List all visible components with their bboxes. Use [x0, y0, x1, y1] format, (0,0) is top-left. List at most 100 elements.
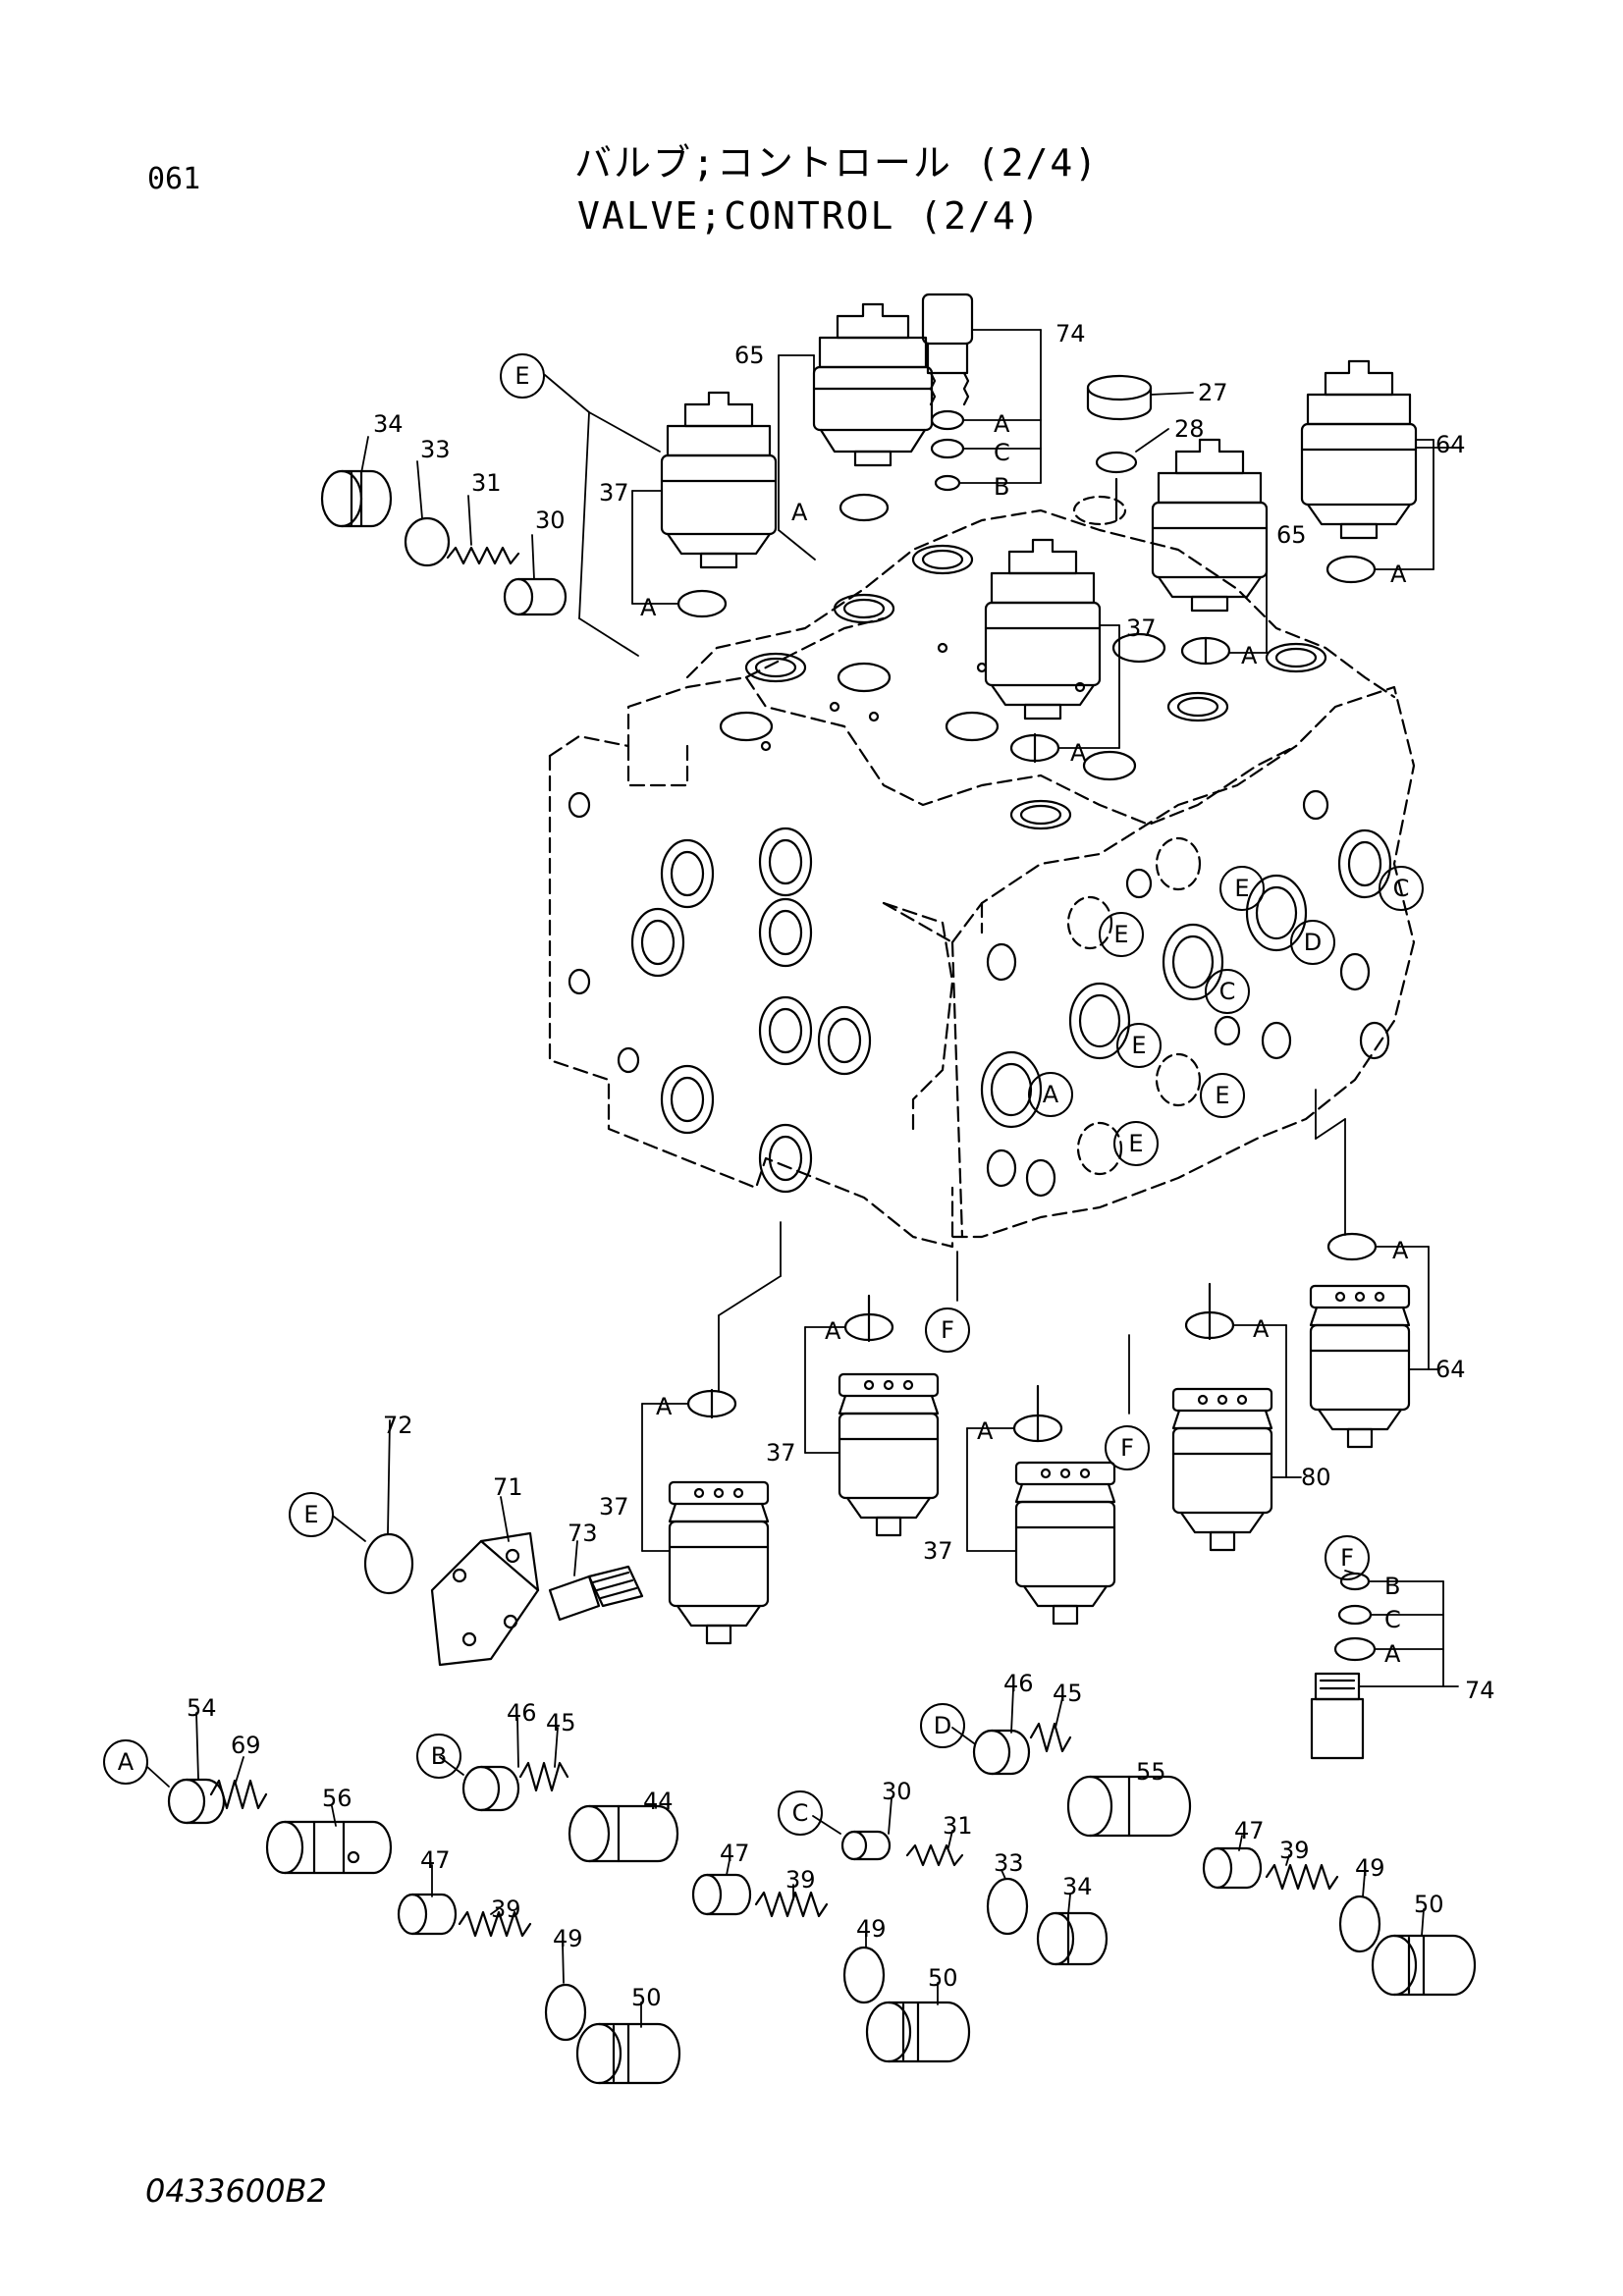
letter-ref-d: D: [933, 1712, 952, 1739]
relief-valve-37-bottom-right: [1014, 1461, 1116, 1626]
part-number-74: 74: [1465, 1677, 1495, 1704]
letter-ref-a: A: [1390, 561, 1407, 588]
part-number-64: 64: [1435, 431, 1466, 458]
part-number-33: 33: [420, 436, 451, 463]
relief-valve-65-right: [1151, 438, 1269, 613]
leader-lines: [146, 329, 1459, 2028]
valve-body-top-ports: [719, 495, 1327, 830]
flange-71: [430, 1531, 540, 1667]
valve-body-ports: [568, 791, 872, 1194]
title-japanese: バルブ;コントロール (2/4): [574, 141, 1100, 185]
letter-ref-f: F: [1120, 1434, 1134, 1462]
letter-ref-a: A: [994, 410, 1010, 438]
letter-ref-b: B: [1384, 1573, 1401, 1600]
letter-ref-a: A: [656, 1393, 673, 1420]
poppet-30-top: [503, 577, 568, 616]
part-number-30: 30: [535, 507, 566, 534]
letter-ref-e: E: [1234, 875, 1250, 902]
letter-ref-c: C: [994, 439, 1010, 466]
part-number-56: 56: [322, 1785, 352, 1812]
letter-ref-c: C: [1218, 978, 1236, 1005]
part-number-54: 54: [187, 1694, 217, 1722]
letter-ref-a: A: [1070, 739, 1087, 767]
part-number-47: 47: [420, 1846, 451, 1874]
part-number-50: 50: [1414, 1891, 1444, 1918]
part-number-71: 71: [493, 1473, 523, 1501]
letter-ref-a: A: [1241, 642, 1258, 669]
part-number-34: 34: [1062, 1873, 1093, 1900]
letter-ref-e: E: [1128, 1130, 1144, 1157]
relief-valve-37-bottom-left: [668, 1480, 770, 1645]
letter-ref-c: C: [1392, 875, 1410, 902]
part-number-37: 37: [1126, 614, 1157, 642]
letter-ref-e: E: [303, 1501, 319, 1528]
relief-valve-37-bottom-mid: [838, 1372, 940, 1537]
part-number-34: 34: [373, 410, 404, 438]
part-number-31: 31: [471, 469, 502, 497]
letter-ref-d: D: [1303, 929, 1323, 956]
part-number-72: 72: [383, 1412, 413, 1439]
relief-valve-37-top-left: [660, 391, 778, 569]
part-number-44: 44: [643, 1788, 674, 1815]
letter-ref-a: A: [791, 499, 808, 526]
reference-circles: [103, 353, 1424, 1836]
letter-ref-a: A: [977, 1417, 994, 1445]
o-ring-stubs: [710, 477, 1212, 1443]
control-valve-body: [548, 508, 1416, 1249]
relief-valve-64-top-right: [1300, 359, 1418, 540]
letter-ref-b: B: [430, 1742, 448, 1770]
valve-body-right-ports: [980, 789, 1392, 1198]
part-number-65: 65: [734, 342, 765, 369]
letter-ref-c: C: [1384, 1606, 1401, 1633]
part-number-37: 37: [599, 479, 629, 507]
relief-valve-37-center: [984, 538, 1102, 721]
part-number-55: 55: [1136, 1758, 1166, 1786]
part-number-47: 47: [720, 1840, 750, 1867]
spool-group-D: [972, 1722, 1477, 1997]
spool-group-C: [840, 1830, 1109, 1966]
spring-31-top: [446, 546, 520, 565]
letter-ref-a: A: [1392, 1237, 1409, 1264]
letter-ref-c: C: [791, 1799, 809, 1827]
letter-ref-e: E: [1113, 921, 1129, 948]
part-number-45: 45: [1053, 1680, 1083, 1707]
part-number-74: 74: [1055, 320, 1086, 347]
letter-ref-f: F: [941, 1316, 954, 1344]
letter-ref-e: E: [514, 362, 530, 390]
part-number-39: 39: [785, 1866, 816, 1894]
part-number-50: 50: [631, 1984, 662, 2011]
part-number-37: 37: [599, 1493, 629, 1521]
relief-valve-65-top: [812, 302, 934, 467]
part-number-31: 31: [943, 1812, 973, 1840]
letter-ref-e: E: [1215, 1082, 1230, 1109]
part-number-73: 73: [568, 1520, 598, 1547]
part-number-39: 39: [1279, 1837, 1310, 1864]
part-number-50: 50: [928, 1964, 958, 1992]
letter-ref-a: A: [1384, 1640, 1401, 1668]
screw-73: [548, 1565, 644, 1622]
relief-valve-64-bottom: [1309, 1284, 1411, 1449]
plug-74-bottom: [1310, 1672, 1365, 1760]
letter-ref-b: B: [994, 473, 1010, 501]
part-number-46: 46: [1003, 1670, 1034, 1697]
part-number-27: 27: [1198, 379, 1228, 406]
part-number-49: 49: [553, 1925, 583, 1952]
part-number-46: 46: [507, 1699, 537, 1727]
part-number-37: 37: [923, 1537, 953, 1565]
part-number-80: 80: [1301, 1464, 1331, 1491]
part-number-49: 49: [1355, 1854, 1385, 1882]
drawing-code: 0433600B2: [145, 2172, 327, 2210]
part-number-45: 45: [546, 1709, 576, 1736]
part-number-64: 64: [1435, 1356, 1466, 1383]
part-number-69: 69: [231, 1732, 261, 1759]
letter-ref-a: A: [1253, 1315, 1270, 1343]
page-number: 061: [147, 162, 201, 196]
part-number-33: 33: [994, 1849, 1024, 1877]
letter-ref-a: A: [640, 594, 657, 621]
part-number-47: 47: [1234, 1817, 1265, 1844]
letter-ref-a: A: [1042, 1081, 1059, 1108]
spool-group-A: [167, 1778, 681, 2085]
plug-27: [1086, 374, 1153, 421]
letter-ref-a: A: [117, 1748, 135, 1776]
